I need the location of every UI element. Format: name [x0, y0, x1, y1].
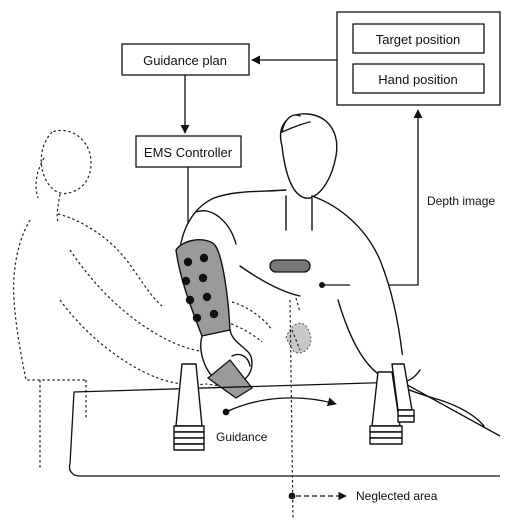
left-cup-rim-1	[174, 426, 204, 432]
left-cup-rim-4	[174, 444, 204, 450]
hand-position-label: Hand position	[378, 72, 458, 87]
right-cup-rim-1	[370, 426, 402, 432]
right-cup-rim-3	[370, 438, 402, 444]
depth-image-label: Depth image	[427, 194, 495, 208]
neglected-area-dot	[289, 493, 296, 500]
right-cup-rim-5	[398, 416, 414, 422]
ems-controller-node: EMS Controller	[136, 136, 241, 167]
right-cup-rim-4	[398, 410, 414, 416]
guidance-start-dot	[223, 409, 230, 416]
table-top-edge	[70, 382, 500, 464]
neglected-area-label: Neglected area	[356, 489, 438, 503]
patient-neck	[286, 196, 312, 230]
guidance-plan-node: Guidance plan	[122, 44, 249, 75]
therapist-back	[14, 220, 86, 380]
depth-source-dot	[319, 282, 325, 288]
target-position-label: Target position	[376, 32, 461, 47]
left-cup-top	[176, 364, 202, 426]
target-marker	[286, 323, 311, 353]
therapist-hair	[36, 158, 60, 222]
therapist-legs	[40, 380, 86, 470]
guidance-label: Guidance	[216, 430, 268, 444]
left-cup-rim-3	[174, 438, 204, 444]
therapist-head	[41, 130, 91, 193]
table-front-edge	[69, 464, 500, 476]
therapist-shoulder	[58, 214, 162, 306]
therapist-figure	[14, 130, 272, 470]
table	[69, 382, 500, 476]
ems-controller-label: EMS Controller	[144, 145, 233, 160]
body-sensor	[270, 260, 310, 272]
right-cup-rim-2	[370, 432, 402, 438]
left-cup-rim-2	[174, 432, 204, 438]
left-cup-stack	[174, 364, 204, 450]
sensor-panel: Target position Hand position	[337, 12, 500, 105]
guidance-plan-label: Guidance plan	[143, 53, 227, 68]
guidance-arrow	[226, 398, 336, 412]
